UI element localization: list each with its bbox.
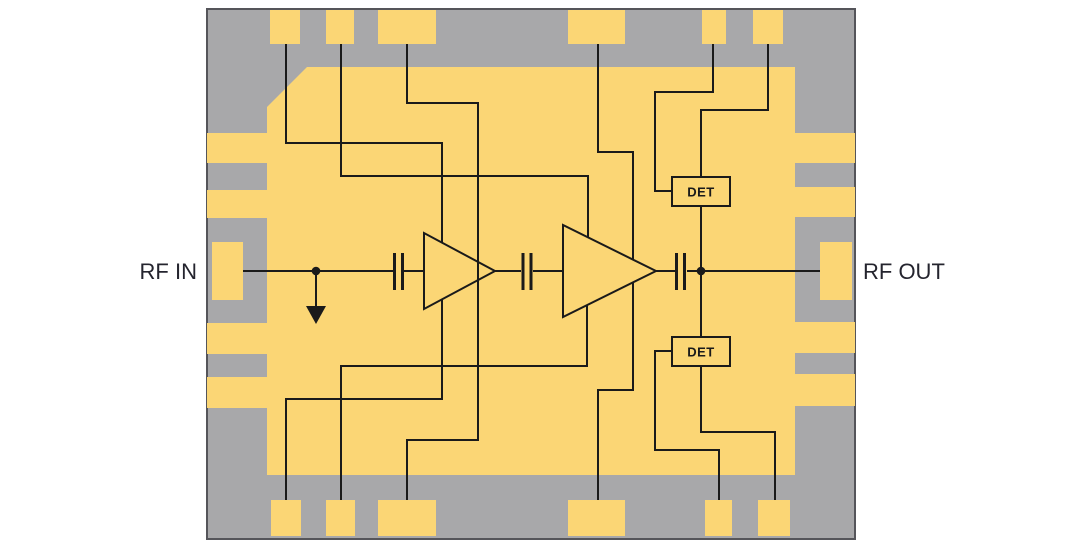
top-bond-pad bbox=[270, 10, 300, 44]
amplifier-stage-2 bbox=[562, 223, 659, 319]
top-bond-pad bbox=[753, 10, 783, 44]
bias-wire-top-4 bbox=[597, 44, 634, 260]
bias-wire-bottom-1 bbox=[285, 299, 443, 500]
bias-wire-top-2 bbox=[340, 44, 589, 238]
rf-out-label: RF OUT bbox=[863, 259, 945, 284]
bottom-bond-pad bbox=[758, 500, 790, 536]
rf-in-label: RF IN bbox=[140, 259, 197, 284]
bottom-bond-pad bbox=[271, 500, 301, 536]
schematic-overlay: DET DET bbox=[243, 44, 820, 500]
dc-block-capacitor-1 bbox=[393, 253, 404, 290]
detector-bottom-label: DET bbox=[687, 345, 715, 360]
dc-block-capacitor-2 bbox=[521, 253, 533, 290]
left-edge-finger bbox=[207, 377, 267, 408]
rf-in-pad bbox=[212, 242, 243, 300]
ground-arrow-icon bbox=[306, 306, 326, 324]
left-edge-finger bbox=[207, 323, 267, 354]
bias-wire-top-1 bbox=[285, 44, 443, 243]
output-junction-dot bbox=[696, 266, 706, 276]
bias-wire-bottom-4 bbox=[597, 282, 634, 500]
right-edge-finger bbox=[795, 133, 855, 163]
detector-wire-top-5 bbox=[654, 44, 714, 192]
detector-wire-top-6 bbox=[700, 44, 769, 177]
input-junction-dot bbox=[311, 266, 321, 276]
detector2-bottom-wire bbox=[700, 366, 776, 500]
bottom-bond-pad-wide bbox=[568, 500, 625, 536]
detector-block-top bbox=[671, 176, 731, 207]
top-bond-pad bbox=[326, 10, 354, 44]
amplifier-stage-1 bbox=[423, 231, 498, 311]
detector2-left-wire bbox=[654, 350, 720, 500]
top-bond-pad bbox=[702, 10, 726, 44]
left-edge-finger bbox=[207, 133, 267, 163]
right-edge-finger bbox=[795, 187, 855, 217]
rf-out-pad bbox=[820, 242, 852, 300]
right-edge-finger bbox=[795, 374, 855, 406]
dc-block-capacitor-3 bbox=[675, 253, 686, 290]
bottom-bond-pad bbox=[326, 500, 355, 536]
top-bond-pad-wide bbox=[378, 10, 436, 44]
feedthrough-wire-top3-bottom3 bbox=[406, 44, 479, 500]
detector-block-bottom bbox=[671, 336, 731, 367]
top-bond-pad-wide bbox=[568, 10, 625, 44]
bottom-bond-pad-wide bbox=[378, 500, 436, 536]
left-edge-finger bbox=[207, 190, 267, 218]
detector-top-label: DET bbox=[687, 185, 715, 200]
bias-wire-bottom-2 bbox=[340, 305, 588, 500]
bottom-bond-pad bbox=[705, 500, 732, 536]
right-edge-finger bbox=[795, 322, 855, 353]
